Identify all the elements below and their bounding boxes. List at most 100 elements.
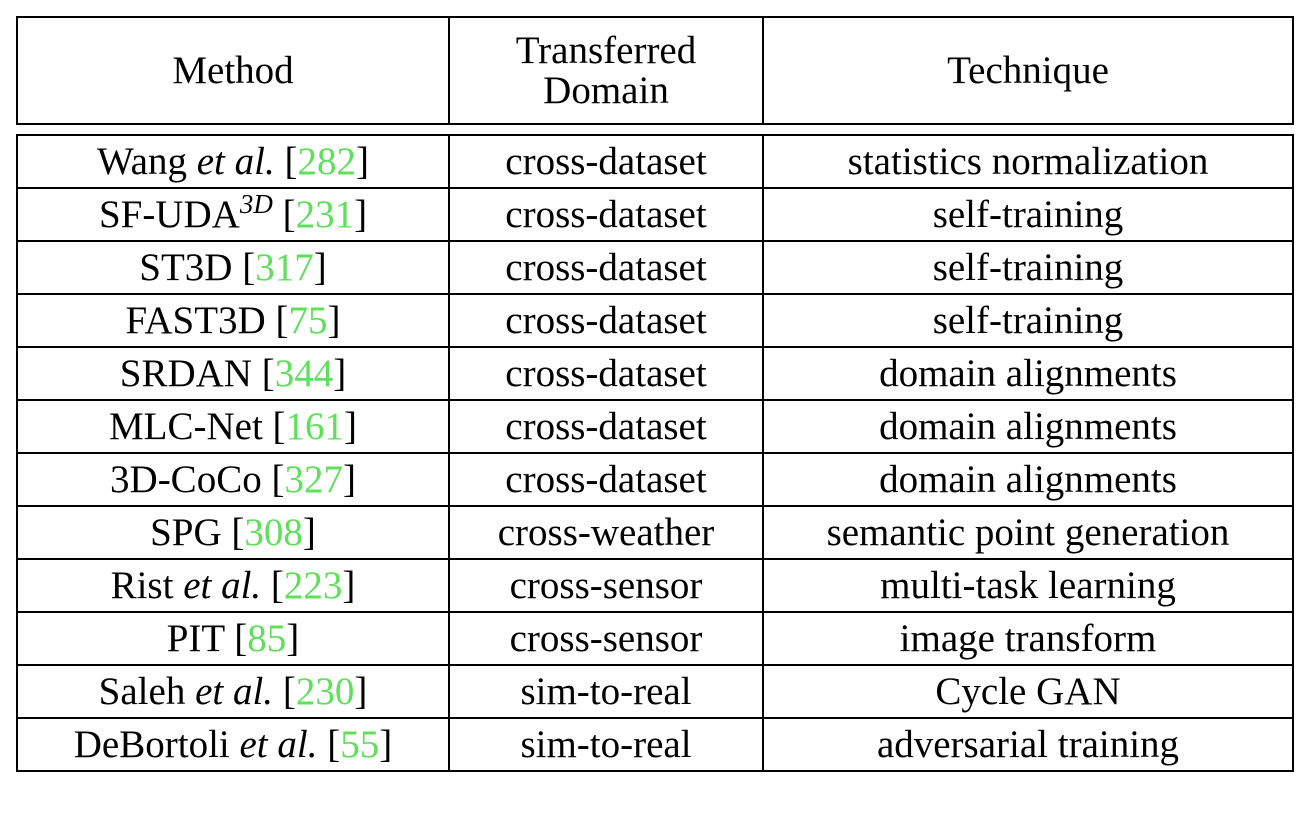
technique-cell: domain alignments	[762, 399, 1294, 454]
method-superscript: 3D	[239, 189, 273, 219]
domain-cell: cross-dataset	[448, 346, 764, 401]
method-name: SPG	[150, 511, 222, 554]
method-cell: SF-UDA3D [231]	[16, 187, 450, 242]
table-row: SRDAN [344] cross-dataset domain alignme…	[16, 346, 1294, 401]
citation-bracket: [75]	[265, 299, 341, 342]
method-cell: Saleh et al. [230]	[16, 664, 450, 719]
method-cell: DeBortoli et al. [55]	[16, 717, 450, 772]
method-cell: Rist et al. [223]	[16, 558, 450, 613]
method-name: ST3D	[139, 246, 233, 289]
method-name: FAST3D	[125, 299, 266, 342]
citation-bracket: [161]	[262, 405, 358, 448]
technique-cell: self-training	[762, 240, 1294, 295]
method-cell: FAST3D [75]	[16, 293, 450, 348]
citation-link[interactable]: 223	[283, 564, 343, 607]
table-row: MLC-Net [161] cross-dataset domain align…	[16, 399, 1294, 454]
method-cell: PIT [85]	[16, 611, 450, 666]
method-name: Rist	[110, 564, 174, 607]
table-row: 3D-CoCo [327] cross-dataset domain align…	[16, 452, 1294, 507]
table-row: SF-UDA3D [231] cross-dataset self-traini…	[16, 187, 1294, 242]
citation-link[interactable]: 85	[247, 617, 287, 660]
domain-cell: cross-dataset	[448, 452, 764, 507]
method-cell: ST3D [317]	[16, 240, 450, 295]
domain-cell: cross-dataset	[448, 240, 764, 295]
citation-link[interactable]: 231	[295, 193, 355, 236]
method-suffix: et al.	[173, 564, 261, 607]
domain-cell: cross-dataset	[448, 293, 764, 348]
method-name: SRDAN	[119, 352, 252, 395]
technique-cell: adversarial training	[762, 717, 1294, 772]
method-etal: et al.	[195, 670, 274, 713]
technique-cell: Cycle GAN	[762, 664, 1294, 719]
citation-bracket: [317]	[232, 246, 327, 289]
citation-bracket: [327]	[261, 458, 356, 501]
method-etal: et al.	[183, 564, 262, 607]
technique-cell: self-training	[762, 293, 1294, 348]
citation-link[interactable]: 344	[274, 352, 334, 395]
citation-bracket: [344]	[251, 352, 347, 395]
technique-cell: statistics normalization	[762, 134, 1294, 189]
citation-bracket: [223]	[261, 564, 356, 607]
citation-bracket: [282]	[274, 140, 369, 183]
technique-cell: domain alignments	[762, 452, 1294, 507]
table-row: PIT [85] cross-sensor image transform	[16, 611, 1294, 666]
table-body: Wang et al. [282] cross-dataset statisti…	[16, 134, 1294, 772]
table-row: Rist et al. [223] cross-sensor multi-tas…	[16, 558, 1294, 613]
method-name: PIT	[166, 617, 225, 660]
citation-link[interactable]: 308	[244, 511, 303, 554]
domain-cell: cross-sensor	[448, 611, 764, 666]
citation-link[interactable]: 230	[295, 670, 355, 713]
table-header: Method Transferred Domain Technique	[16, 16, 1294, 125]
citation-link[interactable]: 327	[284, 458, 343, 501]
method-suffix: et al.	[187, 140, 275, 183]
header-transferred-domain: Transferred Domain	[448, 16, 764, 125]
technique-cell: domain alignments	[762, 346, 1294, 401]
method-cell: Wang et al. [282]	[16, 134, 450, 189]
method-cell: SRDAN [344]	[16, 346, 450, 401]
method-name: SF-UDA	[98, 193, 240, 236]
domain-cell: cross-dataset	[448, 187, 764, 242]
citation-link[interactable]: 75	[288, 299, 328, 342]
method-suffix: et al.	[230, 723, 318, 766]
header-domain-line2: Domain	[543, 68, 669, 112]
method-name: MLC-Net	[108, 405, 263, 448]
technique-cell: self-training	[762, 187, 1294, 242]
citation-bracket: [55]	[317, 723, 393, 766]
table-row: Saleh et al. [230] sim-to-real Cycle GAN	[16, 664, 1294, 719]
technique-cell: multi-task learning	[762, 558, 1294, 613]
domain-cell: cross-dataset	[448, 134, 764, 189]
table-row: Wang et al. [282] cross-dataset statisti…	[16, 134, 1294, 189]
citation-bracket: [308]	[221, 511, 316, 554]
domain-cell: sim-to-real	[448, 717, 764, 772]
domain-cell: sim-to-real	[448, 664, 764, 719]
method-cell: 3D-CoCo [327]	[16, 452, 450, 507]
citation-link[interactable]: 55	[340, 723, 380, 766]
header-row: Method Transferred Domain Technique	[16, 16, 1294, 125]
citation-bracket: [230]	[273, 670, 368, 713]
method-etal: et al.	[196, 140, 275, 183]
table-row: SPG [308] cross-weather semantic point g…	[16, 505, 1294, 560]
header-domain-line1: Transferred	[515, 28, 697, 72]
citation-bracket: [231]	[272, 193, 368, 236]
method-name: Wang	[97, 140, 187, 183]
domain-cell: cross-sensor	[448, 558, 764, 613]
citation-link[interactable]: 317	[255, 246, 314, 289]
citation-bracket: [85]	[224, 617, 300, 660]
citation-link[interactable]: 161	[285, 405, 345, 448]
method-cell: MLC-Net [161]	[16, 399, 450, 454]
table-row: DeBortoli et al. [55] sim-to-real advers…	[16, 717, 1294, 772]
method-name: Saleh	[98, 670, 186, 713]
method-name: DeBortoli	[73, 723, 230, 766]
method-name: 3D-CoCo	[110, 458, 262, 501]
comparison-table: Method Transferred Domain Technique Wang…	[16, 16, 1294, 798]
citation-link[interactable]: 282	[297, 140, 356, 183]
method-suffix: et al.	[185, 670, 273, 713]
technique-cell: semantic point generation	[762, 505, 1294, 560]
table-row: FAST3D [75] cross-dataset self-training	[16, 293, 1294, 348]
table-row: ST3D [317] cross-dataset self-training	[16, 240, 1294, 295]
technique-cell: image transform	[762, 611, 1294, 666]
method-cell: SPG [308]	[16, 505, 450, 560]
header-method: Method	[16, 16, 450, 125]
header-technique: Technique	[762, 16, 1294, 125]
method-etal: et al.	[239, 723, 318, 766]
